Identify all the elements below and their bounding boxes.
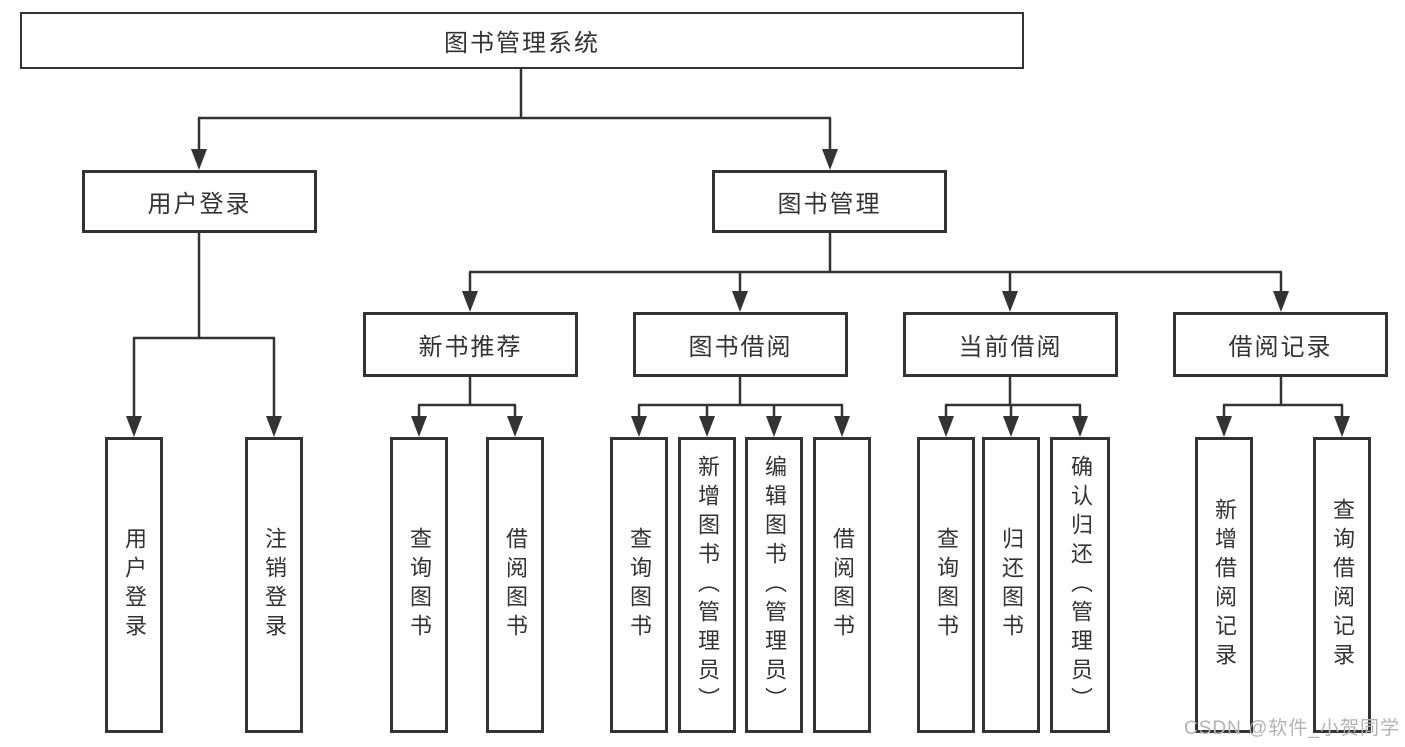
- leaf-borrow-books-recommend: 借阅图书: [486, 437, 544, 733]
- leaf-borrow-books: 借阅图书: [813, 437, 871, 733]
- leaf-query-borrow-record: 查询借阅记录: [1313, 437, 1371, 733]
- leaf-confirm-return-admin: 确认归还（管理员）: [1050, 437, 1110, 733]
- leaf-add-borrow-record: 新增借阅记录: [1195, 437, 1253, 733]
- node-book-borrow: 图书借阅: [633, 312, 848, 377]
- leaf-user-login: 用户登录: [105, 437, 163, 733]
- node-user-login: 用户登录: [82, 170, 317, 233]
- leaf-query-books-recommend: 查询图书: [390, 437, 448, 733]
- node-new-book-recommend: 新书推荐: [363, 312, 578, 377]
- leaf-query-books-current: 查询图书: [917, 437, 975, 733]
- leaf-add-books-admin: 新增图书（管理员）: [678, 437, 736, 733]
- leaf-logout: 注销登录: [245, 437, 303, 733]
- node-root-library-system: 图书管理系统: [20, 12, 1024, 69]
- leaf-return-books: 归还图书: [982, 437, 1040, 733]
- node-current-borrow: 当前借阅: [903, 312, 1118, 377]
- node-book-management: 图书管理: [712, 170, 947, 233]
- leaf-query-books-borrow: 查询图书: [610, 437, 668, 733]
- leaf-edit-books-admin: 编辑图书（管理员）: [745, 437, 803, 733]
- csdn-watermark: CSDN @软件_小贺同学: [1184, 718, 1400, 739]
- node-borrow-records: 借阅记录: [1173, 312, 1388, 377]
